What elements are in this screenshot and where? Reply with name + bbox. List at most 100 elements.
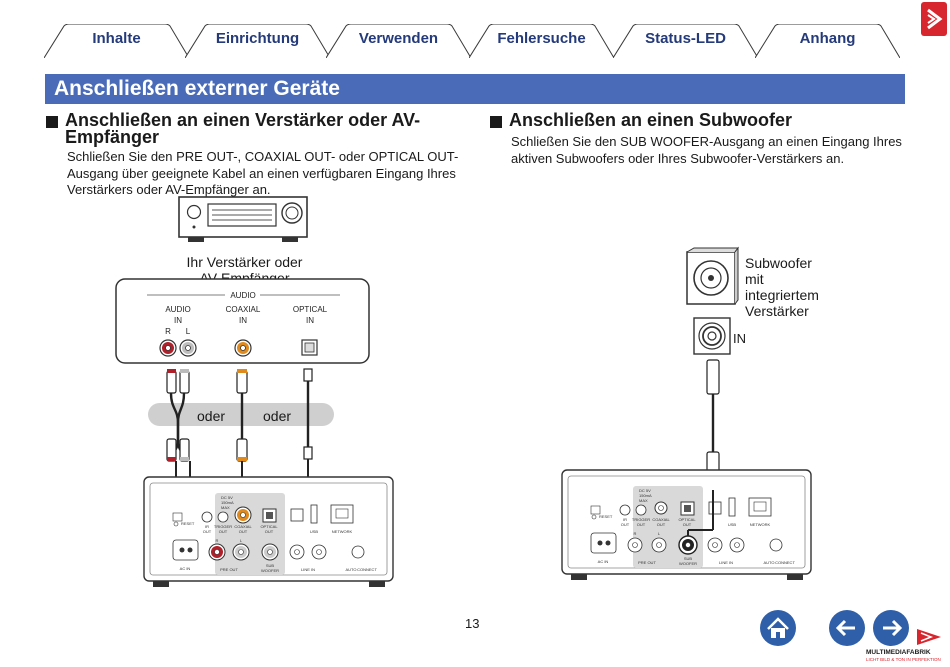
label-woofer: WOOFER: [679, 561, 697, 566]
label-ma: 150mA: [639, 493, 652, 498]
amplifier-input-panel: AUDIO AUDIO IN R L COAXIAL IN OPTICAL IN: [115, 278, 370, 364]
arrow-left-icon: [829, 610, 865, 646]
label-coaxial: COAXIAL: [652, 517, 670, 522]
tab-label: Verwenden: [358, 30, 439, 47]
footer-logo-icon: [915, 627, 943, 647]
left-body-line: Ausgang über geeignete Kabel an einen ve…: [67, 165, 456, 181]
footer-brand: MULTIMEDIAFABRIK: [866, 649, 931, 656]
panel-coaxial-label: IN: [239, 316, 247, 325]
left-body: Schließen Sie den PRE OUT-, COAXIAL OUT-…: [67, 149, 458, 199]
brand-logo-icon: [921, 2, 947, 36]
right-body-line: aktiven Subwoofers oder Ihres Subwoofer-…: [511, 150, 845, 166]
panel-optical-label: IN: [306, 316, 314, 325]
label-out: OUT: [657, 522, 666, 527]
player-rear-left: DC 5V 150mA MAX RESET IR OUT TRIGGER OUT…: [143, 476, 394, 587]
subwoofer-label-line: Verstärker: [745, 303, 809, 319]
receiver-illustration: [178, 196, 308, 242]
label-reset: RESET: [181, 521, 195, 526]
label-out: OUT: [203, 529, 212, 534]
subwoofer-label-line: integriertem: [745, 287, 819, 303]
device-label-line: Ihr Verstärker oder: [186, 254, 303, 270]
label-out: OUT: [637, 522, 646, 527]
player-rear-right: DC 5V 150mA MAX RESET IR OUT TRIGGER OUT…: [561, 469, 812, 580]
label-network: NETWORK: [332, 529, 353, 534]
label-out: OUT: [683, 522, 692, 527]
tab-inhalte[interactable]: Inhalte: [44, 24, 189, 58]
panel-audio-in-label: IN: [174, 316, 182, 325]
section-title: Anschließen externer Geräte: [54, 77, 340, 100]
or-label: oder: [197, 408, 226, 424]
tab-status-led[interactable]: Status-LED: [613, 24, 758, 58]
label-sub: SUB: [684, 556, 693, 561]
label-reset: RESET: [599, 514, 613, 519]
panel-l-label: L: [186, 327, 191, 336]
left-heading: Anschließen an einen Verstärker oder AV-…: [65, 110, 421, 147]
footer-tagline: LICHT BILD & TON IN PERFEKTION: [866, 657, 941, 662]
or-label: oder: [263, 408, 292, 424]
label-dc: DC 5V: [639, 488, 651, 493]
label-connect: CONNECT: [775, 560, 795, 565]
panel-optical-label: OPTICAL: [293, 305, 328, 314]
left-heading-line: Empfänger: [65, 127, 160, 147]
label-l: L: [658, 531, 661, 536]
right-body: Schließen Sie den SUB WOOFER-Ausgang an …: [511, 134, 902, 167]
right-body-line: Schließen Sie den SUB WOOFER-Ausgang an …: [511, 134, 902, 149]
label-l: L: [240, 538, 243, 543]
subwoofer-label-line: mit: [745, 271, 764, 287]
left-heading-line: Anschließen an einen Verstärker oder AV-: [65, 110, 421, 130]
label-usb: USB: [310, 529, 319, 534]
label-out: OUT: [265, 529, 274, 534]
right-heading: Anschließen an einen Subwoofer: [509, 110, 793, 130]
label-coaxial: COAXIAL: [234, 524, 252, 529]
label-sub: SUB: [266, 563, 275, 568]
tab-fehlersuche[interactable]: Fehlersuche: [469, 24, 614, 58]
label-r: R: [634, 531, 637, 536]
subwoofer-label: Subwoofer mit integriertem Verstärker: [745, 255, 819, 319]
label-ir: IR: [623, 517, 627, 522]
tab-label: Status-LED: [645, 30, 726, 47]
label-auto: AUTO: [763, 560, 774, 565]
label-ir: IR: [205, 524, 209, 529]
left-body-line: Schließen Sie den PRE OUT-, COAXIAL OUT-…: [67, 149, 459, 164]
panel-coaxial-label: COAXIAL: [226, 305, 261, 314]
label-pre-out: PRE OUT: [220, 567, 238, 572]
label-optical: OPTICAL: [260, 524, 278, 529]
label-connect: CONNECT: [357, 567, 377, 572]
label-trigger: TRIGGER: [632, 517, 650, 522]
label-optical: OPTICAL: [678, 517, 696, 522]
arrow-right-icon: [873, 610, 909, 646]
label-line-in: LINE IN: [301, 567, 315, 572]
page-number: 13: [465, 616, 480, 631]
label-auto: AUTO: [345, 567, 356, 572]
in-label: IN: [733, 331, 746, 346]
bullet-square-icon: [490, 116, 502, 128]
label-out: OUT: [219, 529, 228, 534]
tab-label: Einrichtung: [215, 30, 300, 47]
bullet-square-icon: [46, 116, 58, 128]
previous-page-button[interactable]: [828, 609, 866, 647]
label-ma: 150mA: [221, 500, 234, 505]
tab-einrichtung[interactable]: Einrichtung: [185, 24, 330, 58]
label-usb: USB: [728, 522, 737, 527]
label-dc: DC 5V: [221, 495, 233, 500]
tab-label: Anhang: [799, 30, 856, 47]
label-woofer: WOOFER: [261, 568, 279, 573]
label-max: MAX: [221, 505, 230, 510]
tab-verwenden[interactable]: Verwenden: [326, 24, 471, 58]
panel-r-label: R: [165, 327, 171, 336]
tab-label: Fehlersuche: [497, 30, 586, 47]
panel-audio-group-label: AUDIO: [230, 291, 255, 300]
label-out: OUT: [239, 529, 248, 534]
tab-label: Inhalte: [92, 30, 141, 47]
next-page-button[interactable]: [872, 609, 910, 647]
left-body-line: Verstärkers oder AV-Empfänger an.: [67, 182, 271, 197]
tab-anhang[interactable]: Anhang: [755, 24, 900, 58]
panel-audio-in-label: AUDIO: [165, 305, 190, 314]
label-trigger: TRIGGER: [214, 524, 232, 529]
home-icon: [760, 610, 796, 646]
label-ac-in: AC IN: [180, 566, 191, 571]
label-network: NETWORK: [750, 522, 771, 527]
label-pre-out: PRE OUT: [638, 560, 656, 565]
label-line-in: LINE IN: [719, 560, 733, 565]
home-button[interactable]: [759, 609, 797, 647]
